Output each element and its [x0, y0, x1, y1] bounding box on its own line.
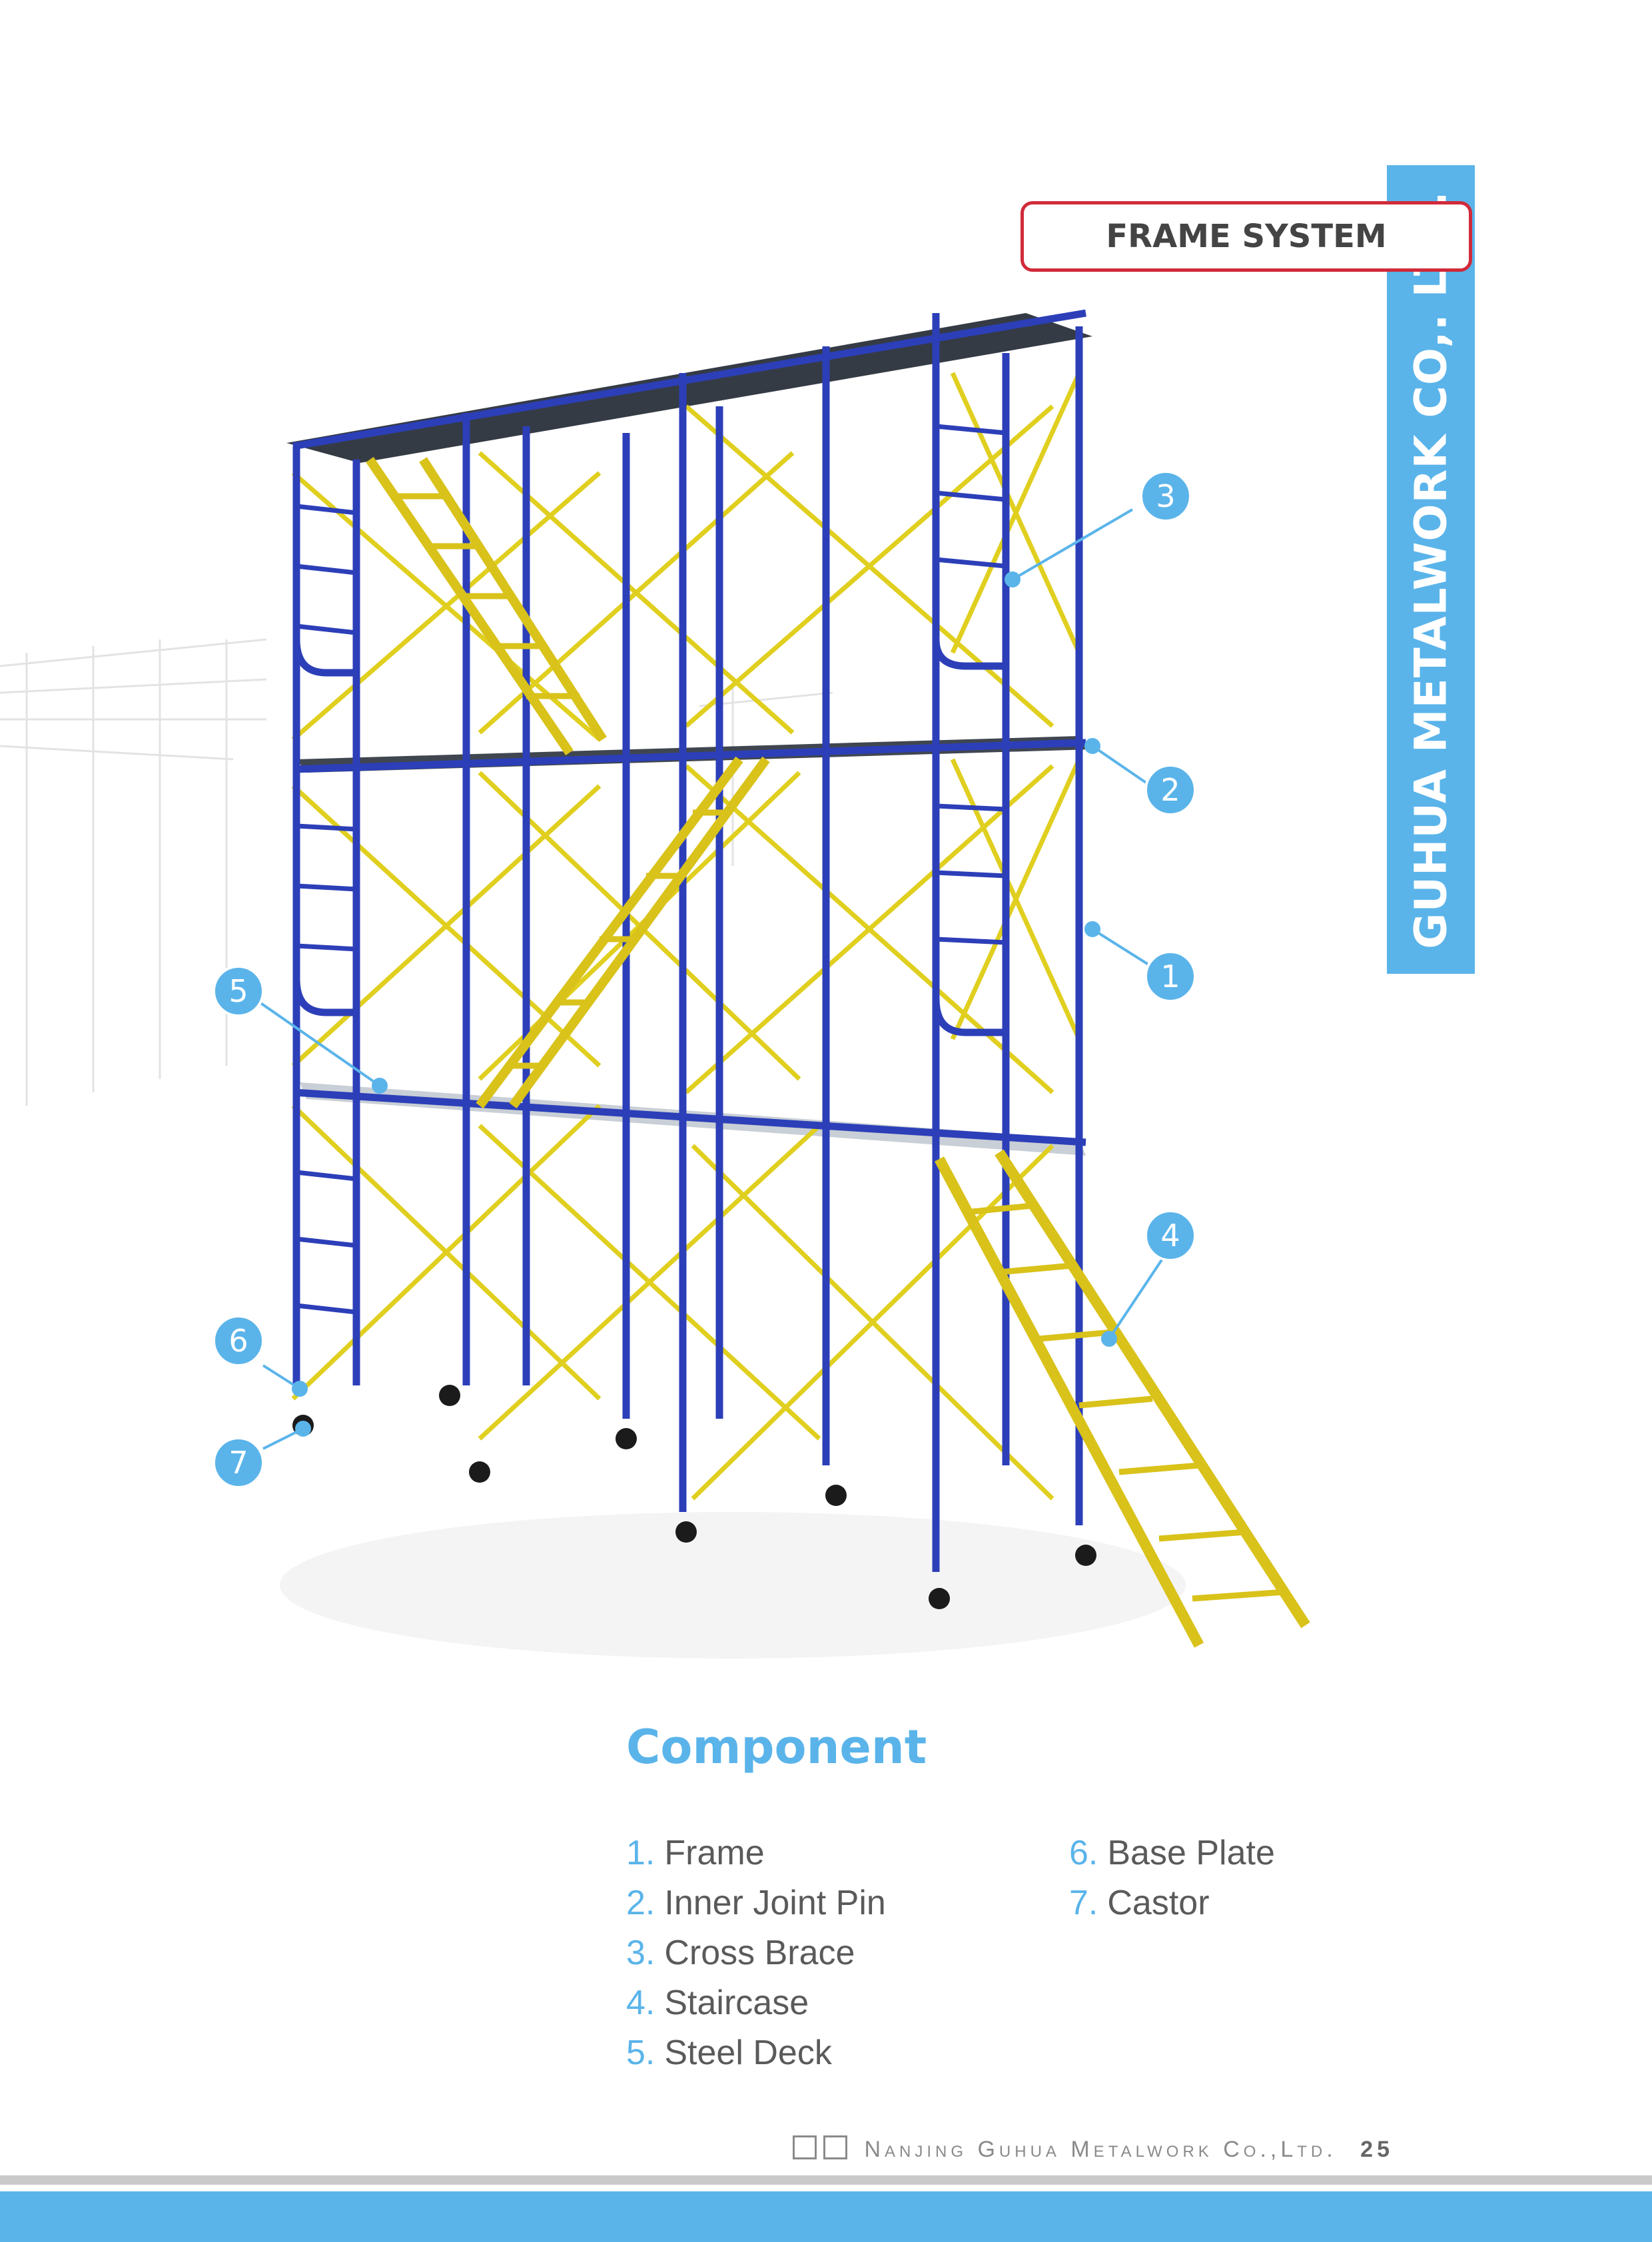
- component-title: Component: [626, 1720, 927, 1774]
- frame-rungs: [296, 424, 1007, 1315]
- scaffold-illustration: 1 2 3 4 5 6 7: [0, 309, 1310, 1659]
- floor-shadow: [280, 1512, 1186, 1659]
- square-icon: [793, 2135, 817, 2159]
- component-list-col2: 6.Base Plate 7.Castor: [1069, 1833, 1275, 1933]
- callout-7: 7: [228, 1445, 248, 1481]
- footer-gray-bar: [0, 2175, 1652, 2185]
- staircases: [366, 457, 1310, 1648]
- callout-6: 6: [228, 1323, 248, 1359]
- side-band: GUHUA METALWORK CO,. LTD.: [1387, 165, 1475, 974]
- component-item: 2.Inner Joint Pin: [626, 1884, 886, 1922]
- footer-blue-bar: [0, 2191, 1652, 2242]
- component-item: 6.Base Plate: [1069, 1834, 1275, 1872]
- component-item: 3.Cross Brace: [626, 1934, 855, 1972]
- section-title: FRAME SYSTEM: [1106, 218, 1387, 255]
- callout-4: 4: [1160, 1218, 1180, 1254]
- callout-5: 5: [228, 973, 248, 1009]
- callout-leader-lines: [258, 508, 1164, 1450]
- component-item: 7.Castor: [1069, 1884, 1210, 1922]
- callout-2: 2: [1160, 772, 1180, 808]
- callout-1: 1: [1160, 958, 1180, 994]
- footer: Nanjing Guhua Metalwork Co.,Ltd. 25: [793, 2135, 1394, 2163]
- callout-3: 3: [1156, 478, 1175, 514]
- component-item: 4.Staircase: [626, 1984, 809, 2022]
- callout-badges: [212, 470, 1196, 1489]
- footer-company: Nanjing Guhua Metalwork Co.,Ltd.: [864, 2137, 1337, 2162]
- section-title-box: FRAME SYSTEM: [1021, 201, 1472, 272]
- page-number: 25: [1360, 2137, 1394, 2162]
- square-icon: [823, 2135, 847, 2159]
- component-list-col1: 1.Frame 2.Inner Joint Pin 3.Cross Brace …: [626, 1833, 886, 2083]
- component-item: 5.Steel Deck: [626, 2034, 832, 2072]
- component-item: 1.Frame: [626, 1834, 765, 1872]
- company-vertical-text: GUHUA METALWORK CO,. LTD.: [1405, 190, 1457, 949]
